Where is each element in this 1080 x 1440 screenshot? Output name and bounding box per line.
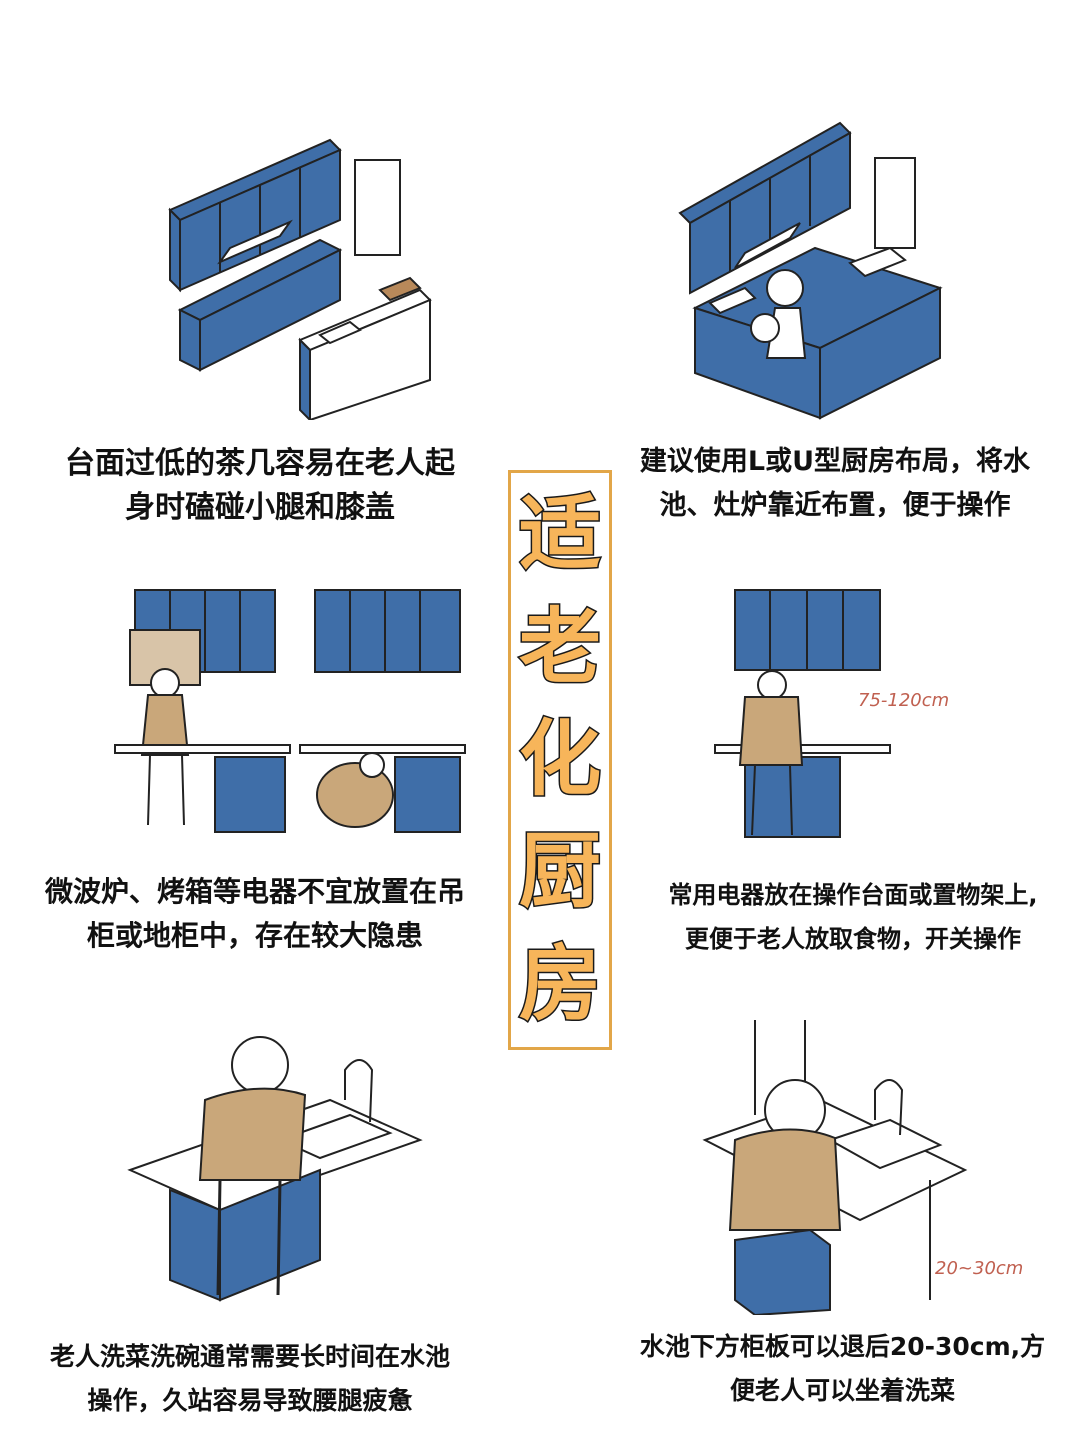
caption-panel-1-line-1: 台面过低的茶几容易在老人起 (65, 446, 455, 481)
caption-panel-5-line-1: 老人洗菜洗碗通常需要长时间在水池 (49, 1342, 450, 1371)
caption-panel-4-line-1: 常用电器放在操作台面或置物架上, (668, 881, 1038, 909)
caption-panel-1-line-2: 身时磕碰小腿和膝盖 (125, 490, 395, 525)
caption-panel-4: 常用电器放在操作台面或置物架上, 更便于老人放取食物，开关操作 (628, 873, 1078, 961)
title-char-3: 化 (517, 711, 602, 807)
caption-panel-6-line-2: 便老人可以坐着洗菜 (729, 1376, 955, 1405)
illustration-l-shaped-kitchen (675, 118, 945, 423)
title-char-1: 适 (517, 487, 602, 583)
illustration-standing-at-sink (120, 1030, 450, 1310)
caption-panel-3-line-2: 柜或地柜中，存在较大隐患 (86, 919, 423, 952)
title-char-4: 厨 (517, 824, 602, 920)
caption-panel-3: 微波炉、烤箱等电器不宜放置在吊 柜或地柜中，存在较大隐患 (5, 870, 505, 958)
caption-panel-4-line-2: 更便于老人放取食物，开关操作 (685, 925, 1021, 953)
illustration-counter-height (710, 585, 900, 845)
illustration-seated-at-sink (700, 1020, 970, 1315)
caption-panel-2: 建议使用L或U型厨房布局，将水 池、灶炉靠近布置，便于操作 (600, 440, 1070, 528)
caption-panel-5-line-2: 操作，久站容易导致腰腿疲惫 (87, 1386, 413, 1415)
caption-panel-5: 老人洗菜洗碗通常需要长时间在水池 操作，久站容易导致腰腿疲惫 (15, 1335, 485, 1423)
caption-panel-2-line-1: 建议使用L或U型厨房布局，将水 (639, 446, 1031, 477)
setback-label: 20~30cm (935, 1258, 1024, 1279)
caption-panel-3-line-1: 微波炉、烤箱等电器不宜放置在吊 (44, 875, 465, 908)
title-char-2: 老 (517, 599, 602, 695)
caption-panel-1: 台面过低的茶几容易在老人起 身时磕碰小腿和膝盖 (10, 442, 510, 530)
caption-panel-2-line-2: 池、灶炉靠近布置，便于操作 (659, 490, 1011, 521)
caption-panel-6-line-1: 水池下方柜板可以退后20-30cm,方 (639, 1332, 1046, 1361)
caption-panel-6: 水池下方柜板可以退后20-30cm,方 便老人可以坐着洗菜 (610, 1325, 1075, 1413)
title-char-5: 房 (517, 936, 602, 1032)
counter-height-label: 75-120cm (858, 690, 950, 711)
illustration-appliance-placement (110, 585, 470, 845)
illustration-low-counter-kitchen (160, 120, 450, 420)
title-frame: 适 老 化 厨 房 (508, 470, 612, 1050)
